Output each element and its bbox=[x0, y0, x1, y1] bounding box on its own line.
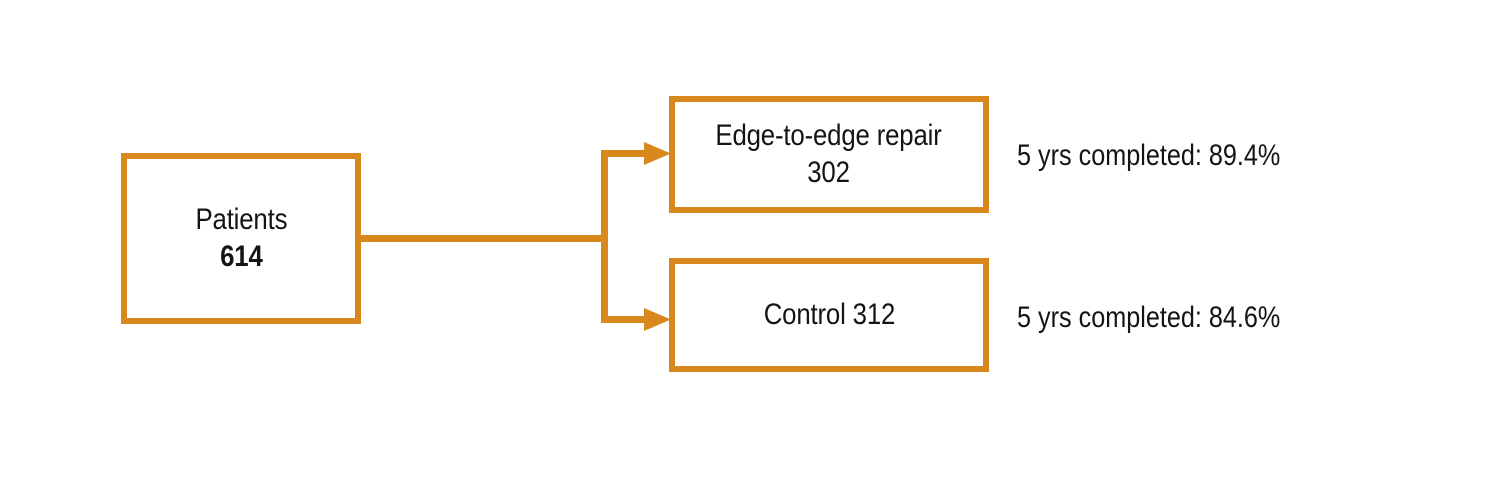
patients-label: Patients bbox=[195, 202, 287, 236]
treatment-followup-annotation: 5 yrs completed: 89.4% bbox=[1017, 139, 1281, 172]
control-label: Control 312 bbox=[763, 297, 895, 331]
patients-count: 614 bbox=[219, 239, 263, 273]
patients-node: Patients 614 bbox=[121, 153, 361, 324]
arrowhead-right-upper bbox=[644, 142, 671, 165]
arrowhead-right-lower bbox=[644, 308, 671, 331]
treatment-node: Edge-to-edge repair 302 bbox=[669, 96, 989, 213]
treatment-count: 302 bbox=[807, 155, 851, 189]
treatment-node-text: Edge-to-edge repair 302 bbox=[716, 118, 942, 191]
patients-node-text: Patients 614 bbox=[195, 202, 287, 275]
control-node: Control 312 bbox=[669, 258, 989, 372]
treatment-label: Edge-to-edge repair bbox=[715, 118, 943, 152]
control-node-text: Control 312 bbox=[763, 297, 895, 334]
control-followup-annotation: 5 yrs completed: 84.6% bbox=[1017, 301, 1281, 334]
